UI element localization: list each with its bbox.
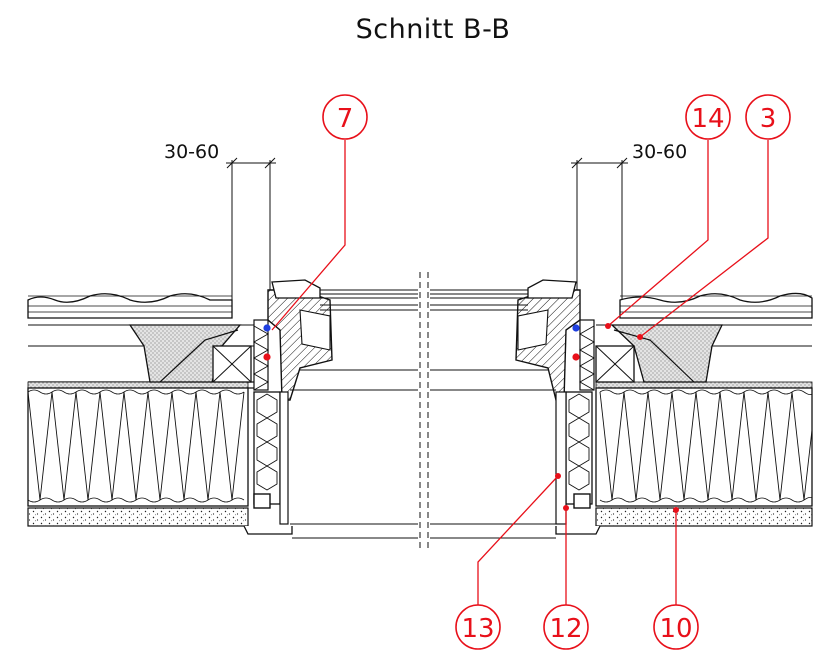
- dimension-left: [226, 157, 276, 300]
- right-red-seal: [572, 353, 580, 361]
- dimension-left-label: 30-60: [164, 141, 219, 163]
- dimension-right: [571, 157, 628, 300]
- svg-text:10: 10: [659, 614, 692, 644]
- right-roof-tiles: [619, 292, 813, 319]
- dimension-right-label: 30-60: [632, 141, 687, 163]
- left-insulation: [27, 387, 249, 507]
- svg-text:3: 3: [760, 104, 777, 134]
- right-blue-seal: [572, 324, 580, 332]
- callout-13: 13: [455, 604, 501, 650]
- left-ceiling-board: [27, 507, 249, 527]
- right-ceiling-board: [595, 507, 813, 527]
- svg-text:12: 12: [549, 614, 582, 644]
- left-roof-tiles: [27, 293, 233, 319]
- callout-10: 10: [653, 604, 699, 650]
- left-timber-block: [212, 345, 252, 383]
- svg-text:13: 13: [461, 614, 494, 644]
- left-roof: [27, 293, 260, 527]
- right-insulation: [595, 387, 813, 507]
- right-roof: [595, 292, 813, 527]
- callout-3: 3: [745, 94, 791, 140]
- left-window-frame: [243, 279, 333, 535]
- right-window-frame: [515, 279, 601, 535]
- svg-text:14: 14: [691, 104, 724, 134]
- right-timber-block: [595, 345, 635, 383]
- svg-text:7: 7: [337, 104, 354, 134]
- callout-14: 14: [685, 94, 731, 140]
- left-red-seal: [263, 353, 271, 361]
- callout-7: 7: [322, 94, 368, 140]
- glazing: [290, 289, 556, 539]
- section-title: Schnitt B-B: [355, 14, 511, 45]
- callout-12: 12: [543, 604, 589, 650]
- left-blue-seal: [263, 324, 271, 332]
- callout-leaders: [271, 140, 769, 612]
- break-lines: [419, 272, 429, 552]
